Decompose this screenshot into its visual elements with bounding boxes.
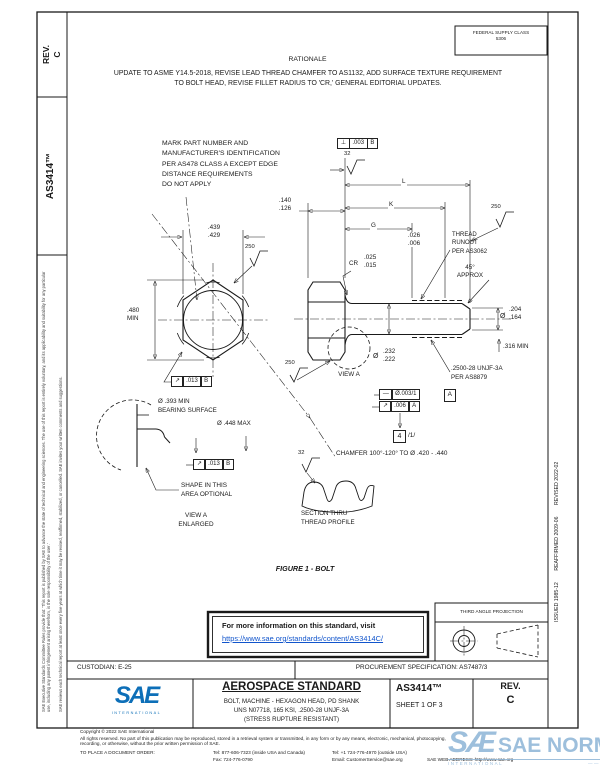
straightness-icon: —	[379, 389, 393, 400]
info-box-text: For more information on this standard, v…	[222, 621, 376, 630]
fcf-straightness: —Ø.003/1	[379, 389, 420, 400]
document-title: BOLT, MACHINE - HEXAGON HEAD, PD SHANK U…	[223, 698, 360, 723]
sae-norm-watermark: SÆ SAE NORM INTERNATIONAL —————	[448, 728, 600, 766]
fcf-datum: B	[222, 459, 234, 470]
fax-label: Fax: 724-776-0790	[213, 756, 253, 762]
sae-logo: SAE	[114, 682, 160, 709]
rationale-body: UPDATE TO ASME Y14.5-2018, REVISE LEAD T…	[113, 70, 503, 88]
runout-icon: ↗	[379, 401, 392, 412]
fcf-datum: A	[408, 401, 420, 412]
section-thru-thread-label: SECTION THRU THREAD PROFILE	[301, 510, 355, 526]
custodian-label: CUSTODIAN: E-25	[77, 664, 132, 671]
thread-runout-note: THREAD RUNOUT PER AS3062	[452, 232, 488, 255]
chamfer-45-note: 45° APPROX	[456, 264, 484, 279]
view-a-enlarged-detail	[96, 399, 246, 491]
dim-across-flats: .439 .429	[198, 224, 230, 240]
doc-number-vertical-box: AS3414™	[45, 152, 56, 200]
surface-finish-32-head: 32	[344, 151, 351, 157]
shape-optional-note: SHAPE IN THIS AREA OPTIONAL	[181, 482, 233, 498]
thread-section-view	[301, 457, 375, 513]
email-label: Email: CustomerService@sae.org	[332, 756, 403, 762]
watermark-sae-logo: SÆ	[448, 726, 496, 759]
order-label: TO PLACE A DOCUMENT ORDER:	[80, 750, 155, 755]
dim-316-min: .316 MIN	[503, 343, 529, 350]
corner-radius-label: CR	[349, 260, 359, 267]
fcf-value: Ø.003/1	[391, 389, 420, 400]
bearing-surface-note: Ø .393 MIN BEARING SURFACE	[158, 398, 217, 414]
standard-type-title: AEROSPACE STANDARD	[222, 681, 361, 693]
fcf-value: .013	[182, 376, 202, 387]
left-notice-b: SAE reviews each technical report at lea…	[57, 376, 63, 712]
fcf-datum: B	[200, 376, 212, 387]
rev-value: C	[506, 694, 515, 706]
watermark-subtext: INTERNATIONAL	[448, 761, 504, 766]
rights-line-2: recording, or otherwise, without the pri…	[80, 741, 220, 746]
tel-outside-usa: Tel: +1 724-776-4970 (outside USA)	[332, 750, 407, 755]
doc-number: AS3414™	[396, 683, 443, 694]
view-a-label: VIEW A	[338, 371, 360, 378]
info-box-frame	[206, 610, 430, 659]
bolt-side-view	[289, 158, 514, 428]
rev-label: REV.	[500, 681, 521, 691]
phantom-leaders	[151, 196, 337, 459]
standard-info-link[interactable]: https://www.sae.org/standards/content/AS…	[222, 634, 384, 643]
runout-icon: ↗	[193, 459, 206, 470]
chamfer-note: CHAMFER 100°-120° TO Ø .420 - .440	[336, 449, 448, 457]
corner-radius-values: .025 .015	[364, 254, 377, 269]
dim-across-corners: .480 MIN	[127, 307, 140, 322]
figure-caption: FIGURE 1 - BOLT	[275, 564, 335, 573]
dim-point-dia: .204 .164	[509, 306, 522, 321]
watermark-dash: —————	[588, 761, 600, 766]
surface-finish-250-hex: 250	[245, 244, 255, 250]
sheet-number: SHEET 1 OF 3	[396, 702, 443, 709]
rights-line-1: All rights reserved. No part of this pub…	[80, 735, 446, 741]
fcf-value: .013	[204, 459, 224, 470]
procurement-spec-label: PROCUREMENT SPECIFICATION: AS7487/3	[355, 664, 488, 671]
dim-L: L	[401, 178, 407, 186]
watermark-text: SAE NORM	[498, 734, 600, 757]
copyright-line: Copyright © 2022 SAE International	[80, 729, 155, 734]
thread-spec-note: .2500-28 UNJF-3A PER AS8879	[451, 365, 503, 381]
flag-note-box: 4	[393, 430, 406, 443]
left-notice-a: SAE Executive Standards Committee Rules …	[41, 271, 52, 713]
datum-a-symbol: A	[443, 389, 456, 402]
dim-head-thickness: .140 .126	[271, 197, 299, 213]
dim-448-max: Ø .448 MAX	[217, 420, 251, 427]
federal-supply-class-box: FEDERAL SUPPLY CLASS 5306	[472, 29, 530, 41]
fcf-value: .003	[348, 138, 368, 149]
rev-vertical-box: REV. C	[41, 44, 62, 65]
view-a-enlarged-label: VIEW A ENLARGED	[178, 512, 214, 528]
runout-icon: ↗	[171, 376, 184, 387]
sae-logo-subtext: INTERNATIONAL	[111, 711, 162, 715]
marking-note: MARK PART NUMBER AND MANUFACTURER'S IDEN…	[162, 140, 280, 189]
flag-note-ref: /1/	[408, 431, 416, 439]
dim-K: K	[388, 201, 395, 209]
surface-finish-32-thread: 32	[298, 450, 305, 456]
issued-revised-dates: ISSUED 1985-12 REAFFIRMED 2009-06 REVISE…	[554, 461, 560, 622]
surface-finish-250-thread: 250	[491, 204, 501, 210]
third-angle-projection-symbol	[434, 602, 549, 662]
fcf-datum: B	[366, 138, 378, 149]
third-angle-projection-label: THIRD ANGLE PROJECTION	[460, 609, 523, 614]
hex-head-view	[147, 230, 268, 383]
dim-shank-dia: .232 .222	[383, 348, 396, 363]
phi-point: Ø	[500, 313, 506, 320]
rationale-title: RATIONALE	[288, 56, 327, 63]
perpendicularity-icon: ⊥	[337, 138, 350, 149]
fcf-value: .006	[390, 401, 410, 412]
surface-finish-250-fillet: 250	[285, 360, 295, 366]
dim-G: G	[370, 222, 377, 230]
tel-inside-usa: Tel: 877-606-7323 (inside USA and Canada…	[213, 750, 305, 755]
dim-thread-runout-length: .026 .006	[400, 232, 428, 248]
phi-shank: Ø	[373, 353, 379, 360]
